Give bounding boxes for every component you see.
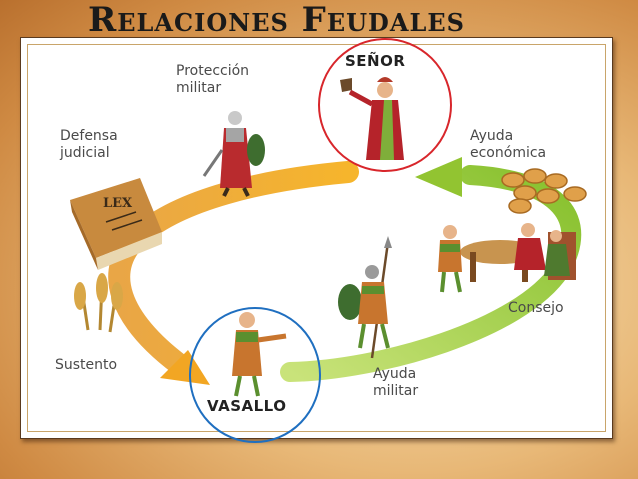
wheat-icon (74, 273, 123, 333)
consejo-label: Consejo (508, 300, 564, 316)
lord-figure-icon (340, 77, 404, 160)
law-book-icon: LEX (70, 178, 162, 270)
orange-arrow (108, 161, 359, 385)
ayuda-economica-label: Ayuda económica (470, 128, 547, 161)
vasallo-label: VASALLO (207, 397, 287, 415)
book-lex-text: LEX (103, 196, 133, 211)
coins-icon (501, 168, 587, 214)
vassal-figure-icon (232, 312, 287, 397)
vasallo-ring (189, 307, 321, 443)
soldier-figure-icon (338, 236, 392, 359)
ayuda-militar-label: Ayuda militar (373, 366, 419, 399)
senor-label: SEÑOR (345, 52, 406, 70)
senor-ring (318, 38, 452, 172)
council-table-icon (438, 223, 576, 293)
slide-title: Relaciones Feudales (88, 0, 465, 40)
defensa-judicial-label: Defensa judicial (60, 128, 118, 161)
frame-border (27, 44, 606, 432)
sustento-label: Sustento (55, 357, 118, 373)
proteccion-militar-label: Protección militar (176, 63, 250, 96)
knight-figure-icon (202, 111, 265, 197)
